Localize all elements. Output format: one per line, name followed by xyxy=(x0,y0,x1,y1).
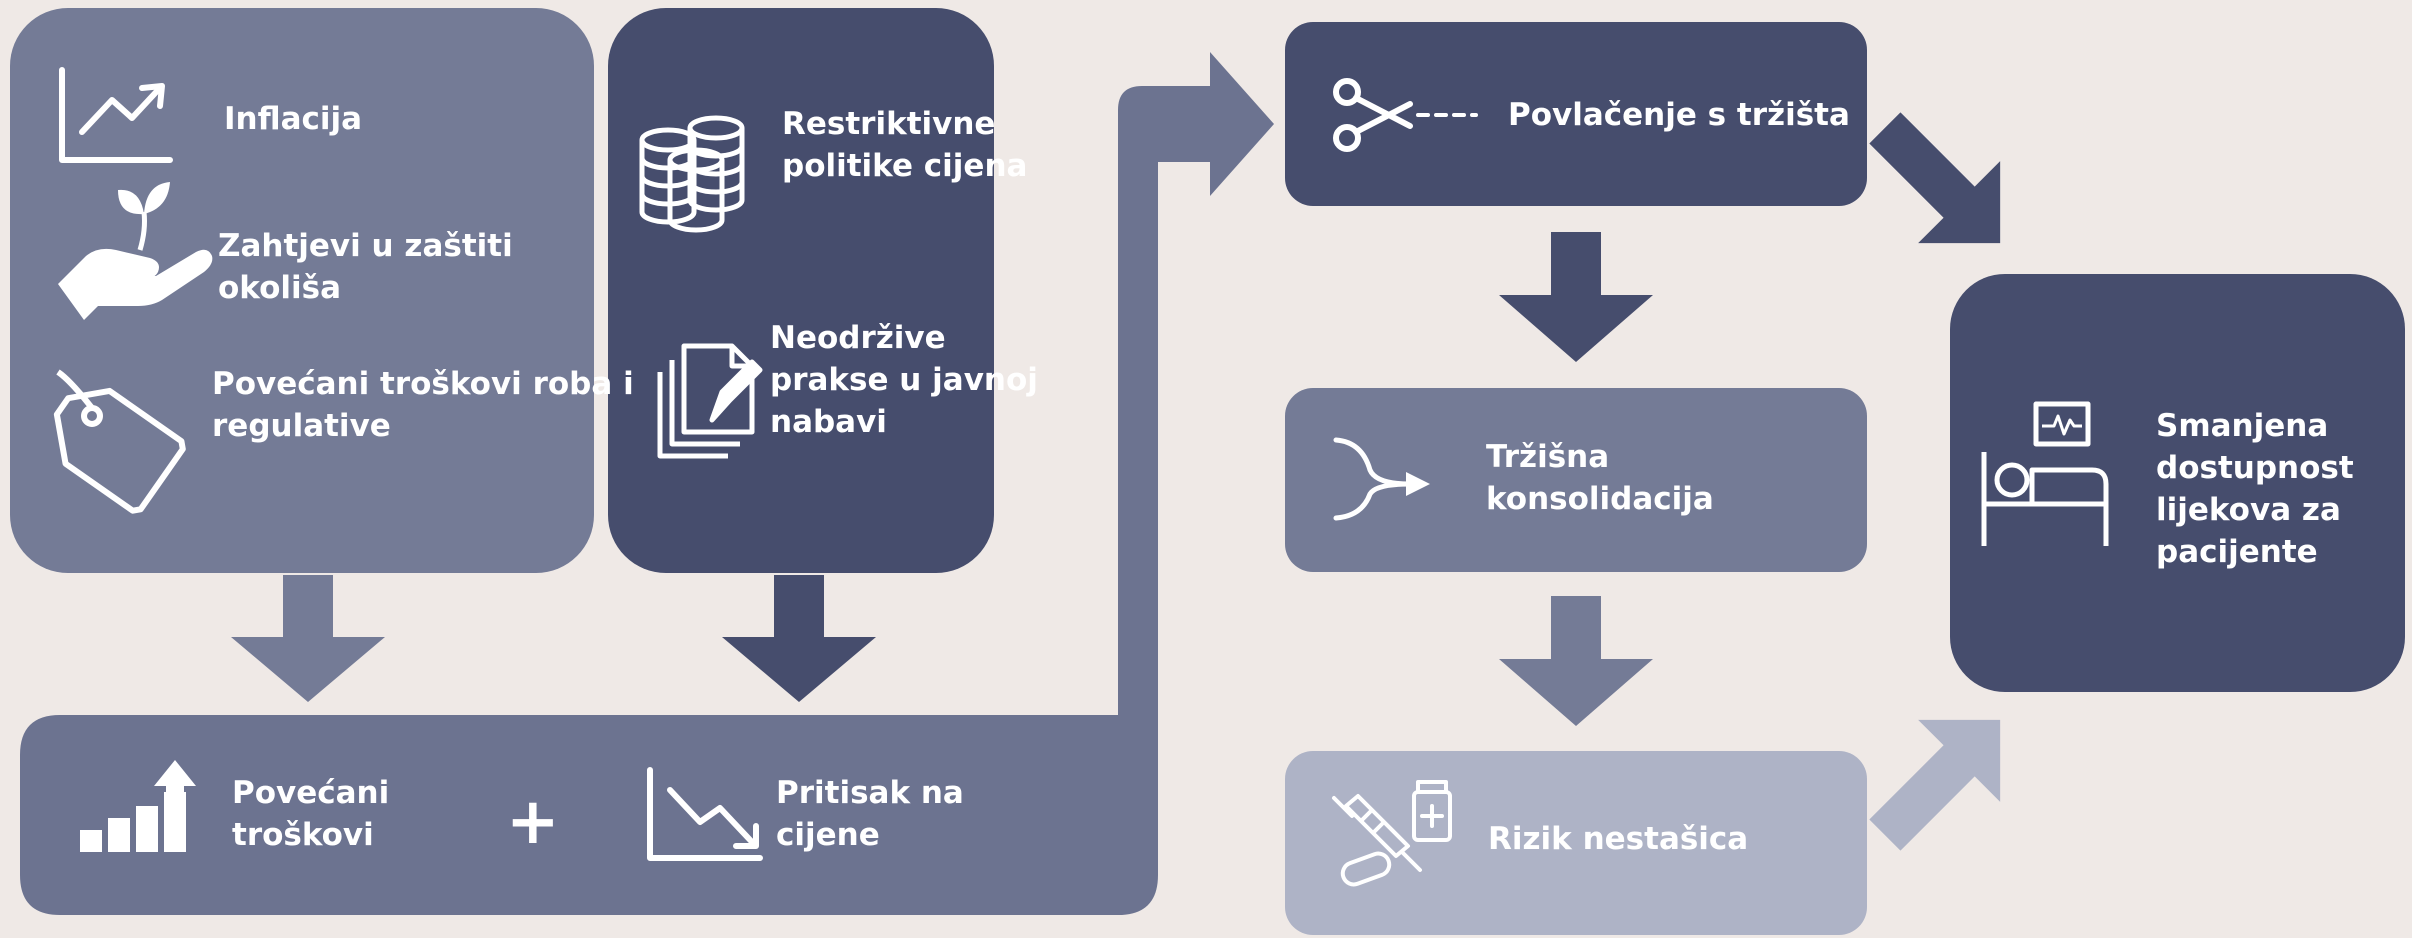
price-pressure-label: Pritisak na cijene xyxy=(776,775,964,853)
shortage-label: Rizik nestašica xyxy=(1488,821,1749,857)
price-policy-label: Restriktivne politike cijena xyxy=(782,106,1028,184)
scissors-cut-icon xyxy=(1333,78,1478,152)
driver-box-dark xyxy=(608,8,994,573)
withdrawal-label: Povlačenje s tržišta xyxy=(1508,97,1850,133)
shortage-box xyxy=(1285,751,1867,935)
line-chart-up-icon xyxy=(59,67,173,163)
consolidation-label: Tržišna konsolidacija xyxy=(1486,439,1714,517)
coin-stacks-icon xyxy=(639,115,745,233)
consolidation-box xyxy=(1285,388,1867,572)
bar-chart-up-icon xyxy=(80,760,196,852)
down-arrow-right xyxy=(722,575,876,702)
withdrawal-box xyxy=(1285,22,1867,206)
merge-arrow-icon xyxy=(1333,437,1430,521)
documents-edit-icon xyxy=(657,343,763,459)
environment-label: Zahtjevi u zaštiti okoliša xyxy=(218,228,513,306)
line-chart-down-icon xyxy=(647,767,763,861)
driver-box-light xyxy=(10,8,594,573)
down-arrow-effects-2 xyxy=(1499,596,1653,726)
increased-costs-label: Povećani troškovi xyxy=(232,775,390,853)
inflation-label: Inflacija xyxy=(224,101,363,137)
plus-sign: + xyxy=(506,785,560,859)
diag-arrow-up xyxy=(1869,719,2001,851)
hospital-bed-icon xyxy=(1981,401,2109,546)
down-arrow-left xyxy=(231,575,385,702)
diag-arrow-down xyxy=(1869,112,2001,244)
hand-sprout-icon xyxy=(58,182,213,320)
down-arrow-effects-1 xyxy=(1499,232,1653,362)
outcome-box xyxy=(1950,274,2405,692)
medicine-syringe-icon xyxy=(1332,780,1452,887)
costs-goods-label: Povećani troškovi roba i regulative xyxy=(212,366,634,444)
outcome-label: Smanjena dostupnost lijekova za pacijent… xyxy=(2156,408,2354,570)
procurement-label: Neodržive prakse u javnoj nabavi xyxy=(770,320,1038,440)
price-tag-icon xyxy=(53,369,186,514)
